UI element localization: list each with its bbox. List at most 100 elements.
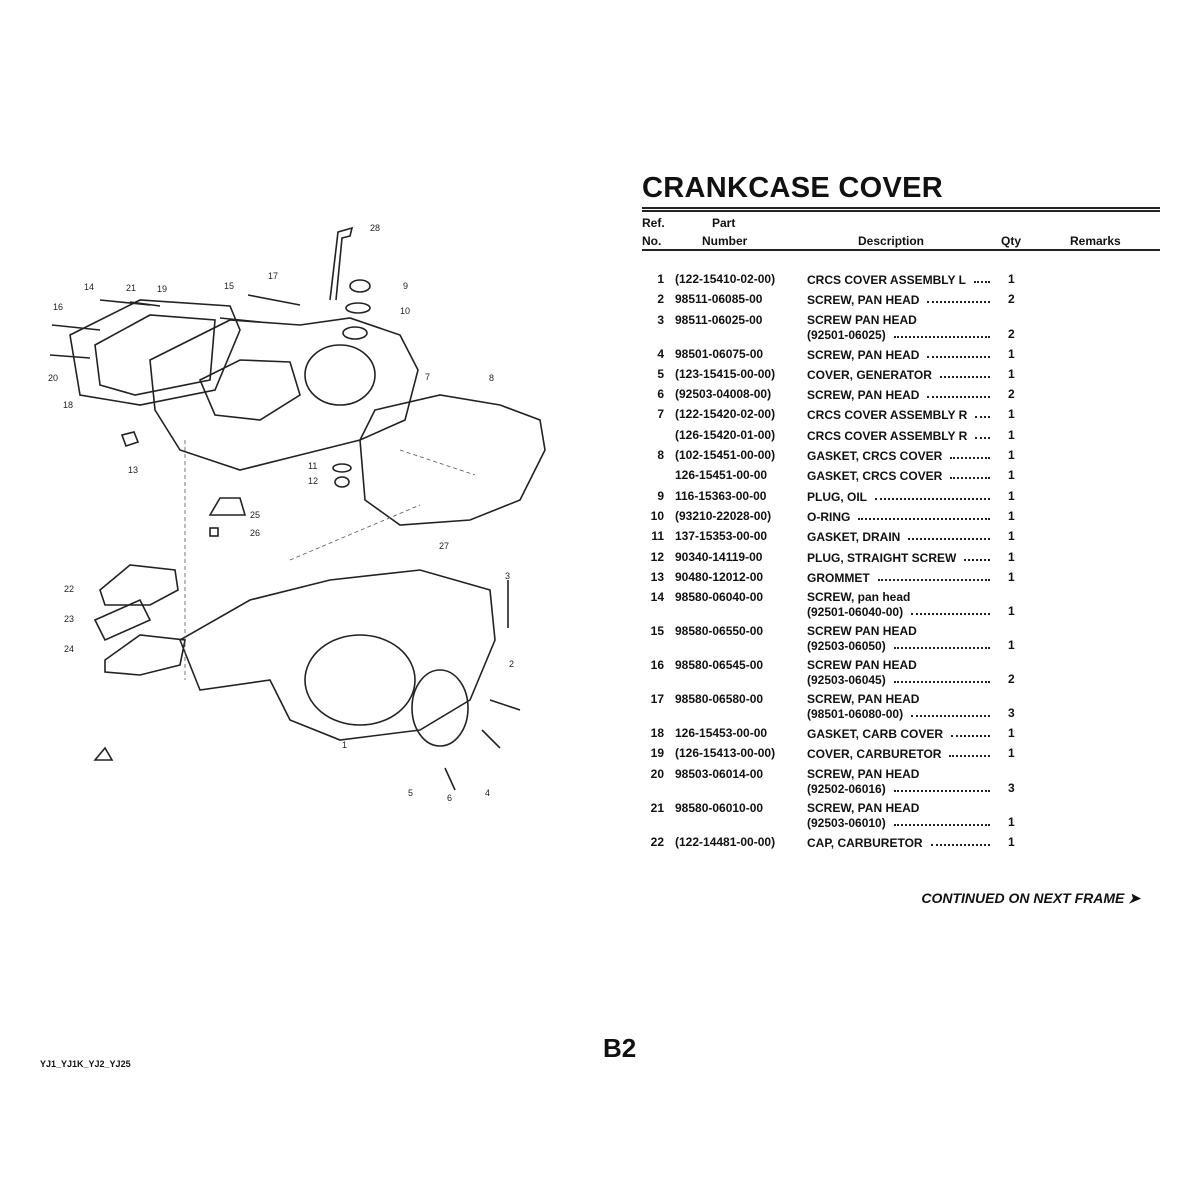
callout-label: 24 [64, 644, 74, 654]
part-number: 116-15363-00-00 [675, 488, 767, 503]
part-number: 98511-06025-00 [675, 312, 763, 327]
title-divider [642, 207, 1160, 212]
oil-plug-part [349, 279, 371, 293]
page-title: CRANKCASE COVER [642, 172, 943, 204]
ref-number: 19 [650, 746, 664, 761]
part-number: 98503-06014-00 [675, 766, 764, 781]
description: SCREW PAN HEAD [807, 624, 917, 639]
description-subpart: (92501-06040-00) [807, 605, 904, 620]
callout-label: 28 [370, 223, 380, 233]
dot-leader [911, 603, 990, 616]
description-cell: GROMMET [807, 570, 992, 585]
dot-leader [951, 725, 990, 738]
table-row: (126-15420-01-00) CRCS COVER ASSEMBLY R 1 [642, 428, 1160, 448]
dot-leader [975, 406, 990, 419]
footer-models: YJ1_YJ1K_YJ2_YJ25 [40, 1059, 131, 1069]
description-cell: SCREW, PAN HEAD(98501-06080-00) [807, 692, 992, 722]
description: CAP, CARBURETOR [807, 835, 923, 850]
description-cell: GASKET, CRCS COVER [807, 448, 992, 463]
description: SCREW, PAN HEAD [807, 800, 920, 815]
dot-leader [950, 467, 990, 480]
ref-number: 4 [657, 346, 664, 361]
ref-number: 8 [657, 448, 664, 463]
callout-label: 13 [128, 465, 138, 475]
quantity: 2 [1008, 292, 1015, 307]
description-subpart: (98501-06080-00) [807, 707, 904, 722]
callout-label: 4 [485, 788, 490, 798]
header-remarks: Remarks [1070, 234, 1121, 248]
callout-label: 27 [439, 541, 449, 551]
part-number: (123-15415-00-00) [675, 366, 776, 381]
ref-number: 9 [657, 488, 664, 503]
header-ref-no: No. [642, 234, 662, 248]
dot-leader [893, 326, 990, 338]
part-number: (126-15420-01-00) [675, 427, 776, 442]
description-cell: GASKET, CARB COVER [807, 725, 992, 741]
dot-leader [893, 780, 990, 792]
ref-number: 14 [650, 590, 664, 605]
description: COVER, CARBURETOR [807, 747, 942, 762]
callout-label: 14 [84, 282, 94, 292]
description-cell: SCREW PAN HEAD(92503-06050) [807, 624, 992, 653]
description-cell: CRCS COVER ASSEMBLY R [807, 406, 992, 423]
description-cell: COVER, GENERATOR [807, 367, 992, 382]
callout-label: 5 [408, 788, 413, 798]
part-number: 98580-06010-00 [675, 800, 764, 815]
grommet-part [120, 431, 140, 448]
description: SCREW, PAN HEAD [807, 293, 920, 308]
header-ref: Ref. [642, 216, 665, 230]
callout-label: 23 [64, 614, 74, 624]
quantity: 1 [1008, 427, 1015, 442]
callout-label: 1 [342, 740, 347, 750]
description: GROMMET [807, 570, 870, 585]
dot-leader [858, 508, 990, 520]
header-qty: Qty [1001, 234, 1022, 248]
part-number: 90340-14119-00 [675, 549, 763, 564]
description-cell: SCREW, pan head(92501-06040-00) [807, 590, 992, 620]
dot-leader [875, 488, 990, 500]
dot-leader [893, 637, 990, 650]
quantity: 1 [1008, 468, 1015, 483]
screws [49, 294, 521, 791]
description-subpart: (92503-06010) [807, 815, 886, 830]
description: CRCS COVER ASSEMBLY R [807, 408, 968, 423]
quantity: 1 [1008, 346, 1015, 361]
dot-leader [911, 705, 990, 718]
callout-label: 21 [126, 283, 136, 293]
dipstick-part [329, 226, 354, 301]
part-number: (122-14481-00-00) [675, 834, 776, 849]
description-cell: O-RING [807, 508, 992, 524]
description-cell: CRCS COVER ASSEMBLY R [807, 428, 992, 443]
description: SCREW PAN HEAD [807, 658, 917, 673]
gasket-part [359, 394, 546, 526]
part-number: 90480-12012-00 [675, 569, 764, 584]
part-26 [209, 527, 219, 537]
quantity: 3 [1008, 706, 1015, 721]
description: SCREW, PAN HEAD [807, 347, 920, 362]
crankcase-cover-right-part [149, 317, 419, 471]
callout-label: 12 [308, 476, 318, 486]
small-clip-part [93, 746, 114, 761]
o-ring-part [345, 302, 371, 314]
quantity: 1 [1008, 834, 1015, 849]
callout-label: 19 [157, 284, 167, 294]
quantity: 3 [1008, 780, 1015, 795]
description-cell: SCREW, PAN HEAD [807, 387, 992, 402]
description: SCREW PAN HEAD [807, 312, 917, 327]
quantity: 1 [1008, 746, 1015, 761]
ref-number: 13 [650, 569, 664, 584]
dot-leader [927, 346, 990, 358]
quantity: 1 [1008, 448, 1015, 463]
part-number: 126-15453-00-00 [675, 726, 768, 741]
ref-number: 11 [651, 529, 664, 544]
drain-plug-part [334, 476, 350, 488]
